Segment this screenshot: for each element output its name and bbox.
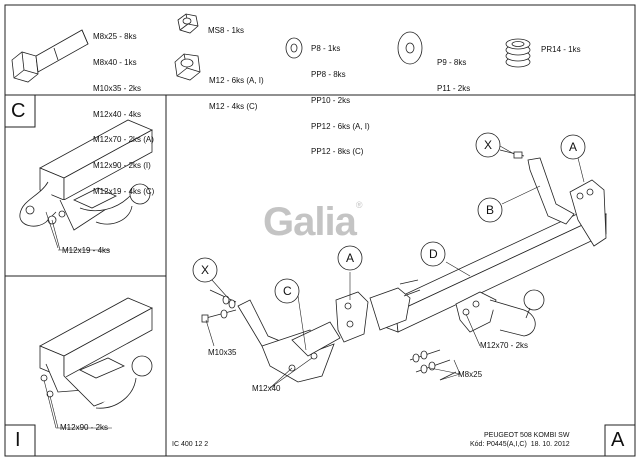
panel-a-letter-box [604, 424, 636, 457]
galia-logo: Galia® [263, 200, 363, 245]
callout-b-circle [477, 197, 503, 223]
towball-drawing [455, 289, 545, 337]
panel-i-leader-lines [43, 379, 112, 429]
bolt-line: M8x25 - 8ks [93, 32, 137, 42]
panel-a-letter: A [611, 429, 625, 451]
washer-large-list: P9 - 8ks P11 - 2ks [437, 42, 470, 102]
label-m10x35: M10x35 [208, 348, 237, 357]
callout-d-circle [420, 241, 446, 267]
nut-ms8-label: MS8 - 1ks [208, 26, 245, 35]
washer-line: PP12 - 6ks (A, I) [311, 121, 370, 131]
bolts-m8x25-drawing [399, 279, 457, 381]
vehicle-title: PEUGEOT 508 KOMBI SW [484, 432, 570, 439]
label-m12x70: M12x70 - 2ks [480, 341, 529, 350]
washer-line: P9 - 8ks [437, 58, 467, 68]
callout-a-mid: A [346, 251, 355, 265]
panel-i-bolt-label: M12x90 - 2ks [60, 423, 109, 432]
bolt-x-left-drawing [209, 289, 237, 309]
nut-m12-icon [174, 53, 201, 81]
washer-line: PP10 - 2ks [311, 95, 351, 105]
label-m12x40: M12x40 [252, 384, 281, 393]
bracket-c-drawing [237, 299, 341, 383]
callout-a-right: A [569, 140, 578, 154]
spring-label: PR14 - 1ks [541, 45, 581, 54]
nut-line: M12 - 4ks (C) [209, 101, 258, 111]
bolt-line: M12x70 - 2ks (A) [93, 135, 154, 145]
bolt-icon [11, 29, 89, 83]
panel-i-letter-box [4, 424, 36, 457]
main-crossbar-drawing [378, 207, 608, 333]
spring-washer-icon [505, 38, 531, 68]
footer-code: IC 400 12 2 [172, 441, 209, 448]
logo-text: Galia [263, 200, 357, 244]
nut-line: M12 - 6ks (A, I) [209, 76, 264, 86]
panel-i-letter: I [15, 429, 21, 451]
panel-c-bolt-label: M12x19 - 4ks [62, 246, 111, 255]
callout-d: D [429, 247, 438, 261]
bolt-line: M8x40 - 1ks [93, 57, 137, 67]
callout-circles [192, 132, 586, 304]
callout-x-left: X [201, 263, 210, 277]
washer-p-list: P8 - 1ks PP8 - 8ks PP10 - 2ks PP12 - 6ks… [311, 28, 370, 166]
code-date: Kód: P0445(A,I,C) 18. 10. 2012 [470, 441, 570, 448]
washer-small-icon [285, 37, 303, 59]
bolt-line: M10x35 - 2ks [93, 83, 142, 93]
callout-c-left-circle [274, 278, 300, 304]
bolt-x-right-drawing [499, 149, 525, 159]
bracket-b-drawing [527, 157, 607, 247]
bolt-list: M8x25 - 8ks M8x40 - 1ks M10x35 - 2ks M12… [93, 16, 154, 205]
callout-x-left-circle [192, 257, 218, 283]
panel-c-leader-lines [45, 211, 110, 251]
panel-c-letter: C [11, 100, 26, 122]
label-m8x25: M8x25 [458, 370, 483, 379]
bolt-line: M12x90 - 2ks (I) [93, 161, 151, 171]
callout-c-left: C [283, 284, 292, 298]
panel-i-towbar-drawing [39, 297, 153, 409]
callout-a-mid-circle [337, 245, 363, 271]
washer-line: P11 - 2ks [437, 83, 471, 93]
callout-leaders [205, 145, 585, 389]
bolt-line: M12x40 - 4ks [93, 109, 142, 119]
callout-x-right-circle [475, 132, 501, 158]
bolt-m10x35-drawing [201, 309, 237, 323]
washer-line: PP12 - 8ks (C) [311, 147, 364, 157]
washer-line: P8 - 1ks [311, 44, 341, 54]
panel-c-letter-box [4, 94, 36, 128]
callout-a-right-circle [560, 134, 586, 160]
callout-x-right: X [484, 138, 493, 152]
outer-frame [4, 4, 636, 457]
nut-ms8-icon [177, 13, 199, 34]
washer-line: PP8 - 8ks [311, 69, 346, 79]
mount-plate-a-drawing [335, 287, 411, 343]
bolt-line: M12x19 - 4ks (C) [93, 186, 155, 196]
logo-mark: ® [355, 200, 363, 210]
washer-large-icon [397, 31, 423, 65]
nut-m12-list: M12 - 6ks (A, I) M12 - 4ks (C) [209, 60, 264, 120]
callout-b: B [486, 203, 495, 217]
